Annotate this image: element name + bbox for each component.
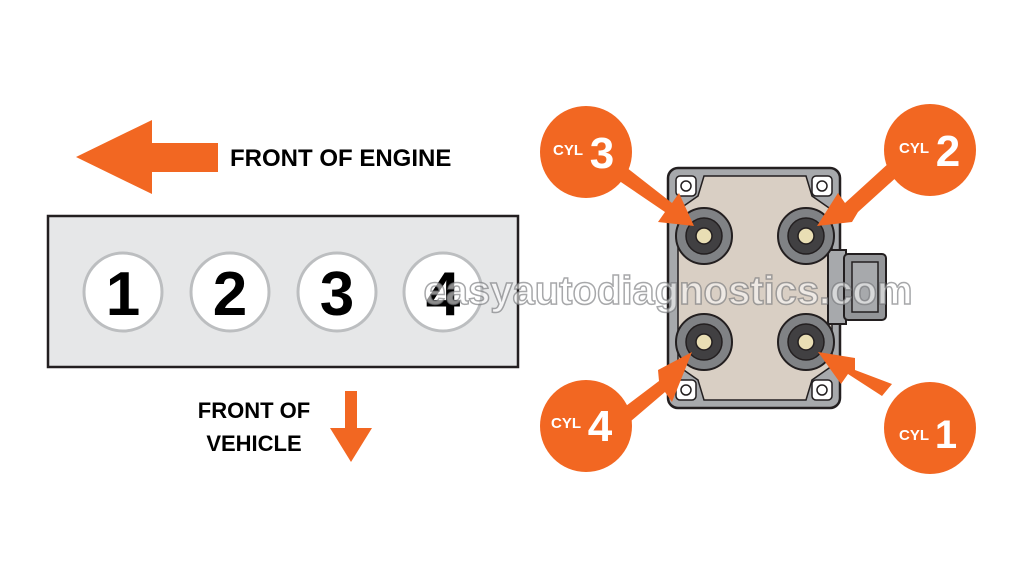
coil-tower-cyl1 xyxy=(777,313,835,371)
front-of-engine-arrow-icon xyxy=(76,120,218,194)
callout-cyl3-prefix: CYL xyxy=(553,142,583,159)
bolt-hole-icon xyxy=(811,175,833,197)
callout-arrow-cyl4 xyxy=(614,352,692,427)
front-of-vehicle-arrow-icon xyxy=(330,391,372,462)
callout-cyl4-number: 4 xyxy=(588,402,613,451)
cylinder-1-number: 1 xyxy=(106,260,140,329)
cylinder-4: 4 xyxy=(402,251,484,333)
callout-cyl2: CYL 2 xyxy=(884,104,976,196)
front-of-engine-label: FRONT OF ENGINE xyxy=(230,145,451,172)
callout-cyl2-prefix: CYL xyxy=(899,140,929,157)
cylinder-2: 2 xyxy=(189,251,271,333)
cylinder-3: 3 xyxy=(296,251,378,333)
callout-arrow-cyl3 xyxy=(612,164,694,226)
callout-arrow-cyl1 xyxy=(818,352,892,396)
cylinder-1: 1 xyxy=(82,251,164,333)
cylinder-3-number: 3 xyxy=(320,260,354,329)
callout-cyl4: CYL 4 xyxy=(540,380,632,472)
callout-cyl2-number: 2 xyxy=(936,127,960,176)
cylinder-4-number: 4 xyxy=(426,260,461,329)
callout-cyl4-prefix: CYL xyxy=(551,415,581,432)
cylinder-2-number: 2 xyxy=(213,260,247,329)
coil-connector xyxy=(827,249,887,325)
front-of-vehicle-label-line1: FRONT OF xyxy=(198,398,310,423)
bolt-hole-icon xyxy=(811,379,833,401)
callout-cyl1-number: 1 xyxy=(935,413,957,457)
callout-cyl1-prefix: CYL xyxy=(899,427,929,444)
coil-pack xyxy=(666,166,887,410)
callout-cyl3-number: 3 xyxy=(590,129,614,178)
watermark: easyautodiagnostics.com xyxy=(423,269,912,313)
callout-cyl3: CYL 3 xyxy=(540,106,632,198)
callout-cyl1: CYL 1 xyxy=(884,382,976,474)
front-of-vehicle-label-line2: VEHICLE xyxy=(206,431,301,456)
bolt-hole-icon xyxy=(675,175,697,197)
callout-arrow-cyl2 xyxy=(817,162,900,226)
